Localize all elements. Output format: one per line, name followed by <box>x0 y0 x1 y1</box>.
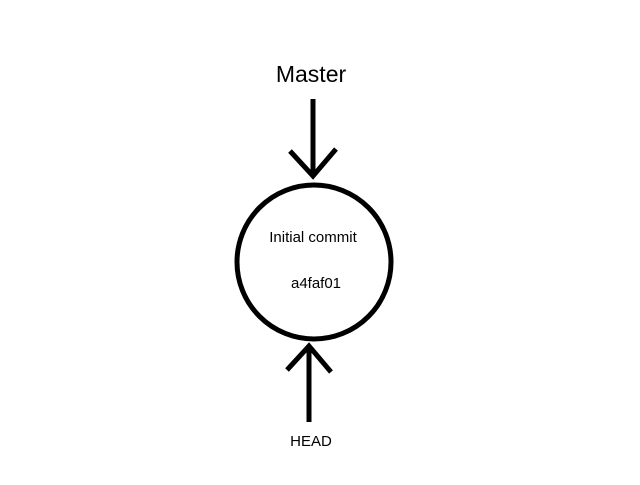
head-arrow-head <box>285 342 333 374</box>
head-label: HEAD <box>290 433 332 450</box>
head-arrow <box>285 342 333 422</box>
master-arrow-head <box>288 147 338 180</box>
commit-node <box>234 182 394 342</box>
commit-message: Initial commit <box>269 229 357 246</box>
branch-label-master: Master <box>275 61 347 87</box>
commit-hash: a4faf01 <box>290 275 342 292</box>
master-arrow <box>288 99 338 180</box>
